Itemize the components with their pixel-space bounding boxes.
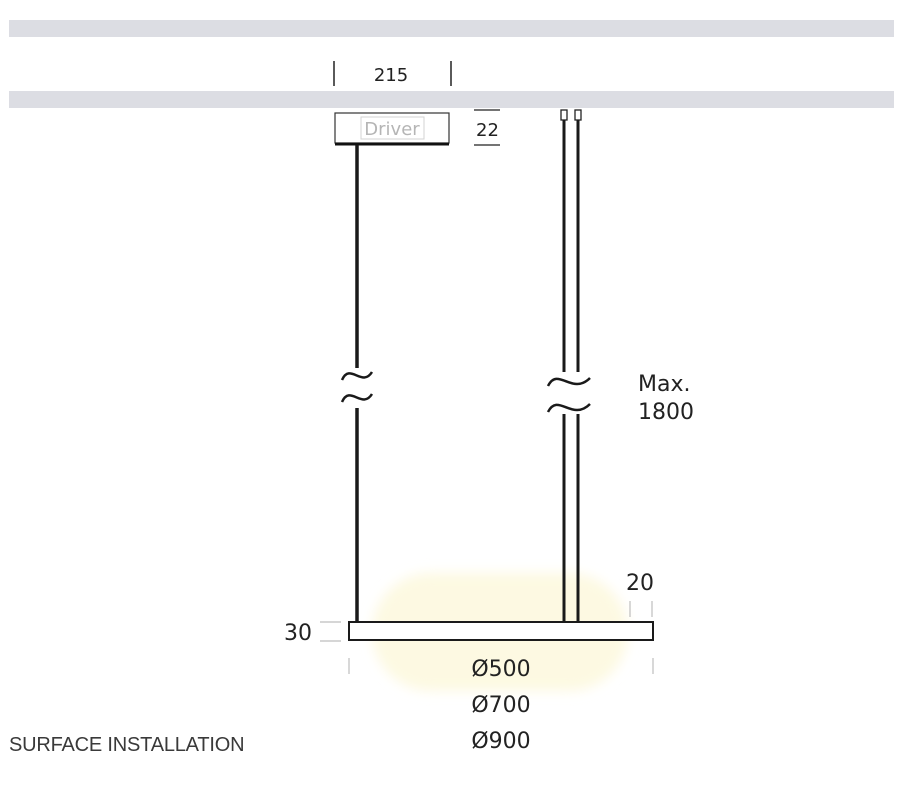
light-disc (348, 621, 654, 641)
cable-break-icon (340, 371, 374, 403)
diameter-label-900: Ø900 (471, 729, 530, 754)
max-length-label-line1: Max. (638, 372, 690, 397)
diameter-label-700: Ø700 (471, 693, 530, 718)
ceiling-bar-top (9, 20, 894, 37)
disc-thickness-label: 20 (626, 571, 654, 596)
diameter-label-500: Ø500 (471, 657, 530, 682)
disc-height-label: 30 (284, 621, 312, 646)
driver-width-label: 215 (374, 65, 408, 86)
driver-label: Driver (364, 119, 420, 140)
suspension-connector-right (574, 109, 582, 121)
suspension-connector-left (560, 109, 568, 121)
max-length-label-line2: 1800 (638, 400, 694, 425)
installation-caption: SURFACE INSTALLATION (9, 734, 245, 756)
driver-height-label: 22 (476, 120, 499, 141)
ceiling-bar (9, 91, 894, 108)
driver-label-frame (360, 116, 425, 140)
suspension-break-icon (546, 377, 591, 413)
